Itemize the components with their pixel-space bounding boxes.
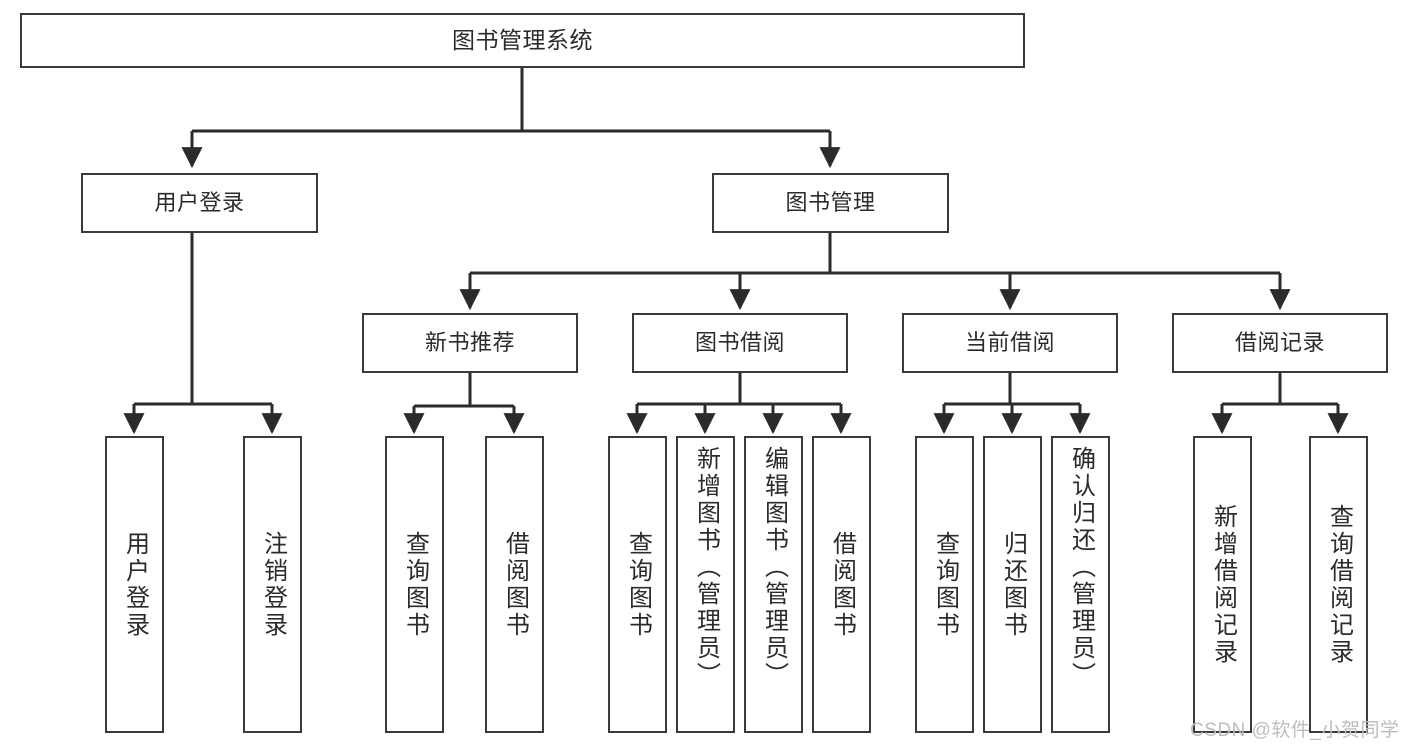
leaf-borrow-book-borrow[interactable]: 借阅图书	[812, 436, 871, 733]
node-label: 注销登录	[259, 530, 287, 639]
leaf-add-borrow-record[interactable]: 新增借阅记录	[1193, 436, 1252, 733]
leaf-query-borrow-record[interactable]: 查询借阅记录	[1309, 436, 1368, 733]
node-label: 查询借阅记录	[1325, 503, 1353, 666]
node-label: 新书推荐	[424, 329, 515, 355]
leaf-user-login[interactable]: 用户登录	[105, 436, 164, 733]
node-borrow-record[interactable]: 借阅记录	[1172, 313, 1388, 373]
node-label: 新增借阅记录	[1209, 503, 1237, 666]
node-root-system[interactable]: 图书管理系统	[20, 13, 1025, 68]
node-label: 查询图书	[401, 530, 429, 639]
node-book-management[interactable]: 图书管理	[712, 173, 949, 233]
node-label: 归还图书	[999, 530, 1027, 639]
leaf-confirm-return-admin[interactable]: 确认归还（管理员）	[1051, 436, 1110, 733]
leaf-query-book-borrow[interactable]: 查询图书	[608, 436, 667, 733]
node-book-borrow[interactable]: 图书借阅	[632, 313, 848, 373]
node-label: 借阅图书	[501, 530, 529, 639]
node-label: 用户登录	[154, 189, 245, 215]
leaf-query-book-recommend[interactable]: 查询图书	[385, 436, 444, 733]
leaf-query-book-current[interactable]: 查询图书	[915, 436, 974, 733]
leaf-return-book[interactable]: 归还图书	[983, 436, 1042, 733]
node-new-book-recommend[interactable]: 新书推荐	[362, 313, 578, 373]
node-label: 图书管理系统	[452, 26, 593, 53]
node-label: 查询图书	[624, 530, 652, 639]
node-label: 查询图书	[931, 530, 959, 639]
node-current-borrow[interactable]: 当前借阅	[902, 313, 1118, 373]
node-label: 借阅记录	[1234, 329, 1325, 355]
csdn-watermark: CSDN @软件_小贺同学	[1190, 720, 1400, 741]
node-label: 新增图书（管理员）	[692, 446, 720, 689]
node-label: 当前借阅	[964, 329, 1055, 355]
node-label: 用户登录	[121, 530, 149, 639]
node-user-login[interactable]: 用户登录	[81, 173, 318, 233]
node-label: 图书管理	[785, 189, 876, 215]
leaf-edit-book-admin[interactable]: 编辑图书（管理员）	[744, 436, 803, 733]
leaf-borrow-book-recommend[interactable]: 借阅图书	[485, 436, 544, 733]
leaf-logout-login[interactable]: 注销登录	[243, 436, 302, 733]
node-label: 图书借阅	[694, 329, 785, 355]
node-label: 确认归还（管理员）	[1067, 446, 1095, 689]
node-label: 借阅图书	[828, 530, 856, 639]
leaf-add-book-admin[interactable]: 新增图书（管理员）	[676, 436, 735, 733]
node-label: 编辑图书（管理员）	[760, 446, 788, 689]
